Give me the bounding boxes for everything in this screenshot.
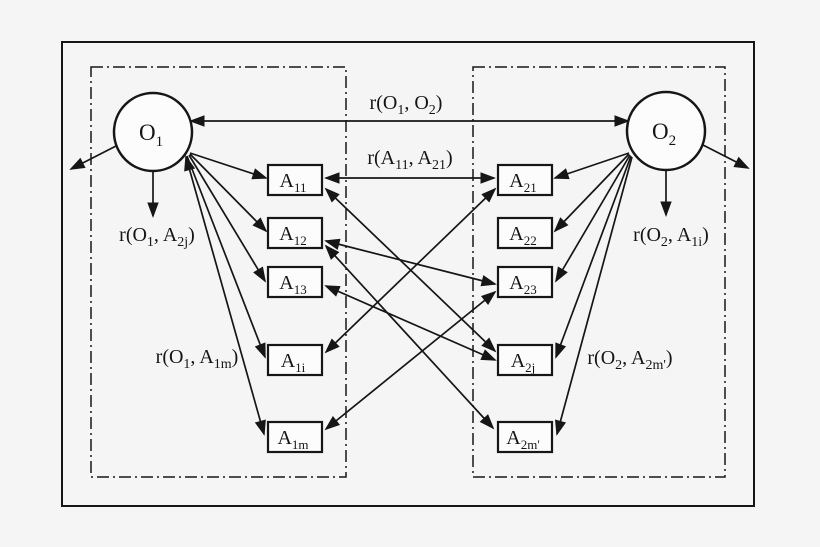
node-a21: A21 — [496, 163, 554, 197]
a2j-label: A2j — [511, 350, 536, 375]
label-r-a11-a21: r(A11, A21) — [367, 147, 452, 173]
edge-o2-a2j — [555, 155, 632, 359]
node-a12: A12 — [266, 216, 324, 250]
a1i-box — [266, 343, 324, 377]
node-a11: A11 — [266, 163, 324, 197]
a21-label: A21 — [509, 170, 536, 195]
edge-a1m-a23 — [324, 290, 497, 431]
label-r-o1-a1m: r(O1, A1m) — [156, 346, 239, 372]
label-r-o2-a2m: r(O2, A2m') — [587, 347, 672, 373]
node-a22: A22 — [496, 216, 554, 250]
node-o2: O2 — [625, 90, 707, 172]
edge-o2-a21 — [553, 152, 630, 180]
a2j-box — [496, 343, 554, 377]
a23-label: A23 — [509, 272, 536, 297]
label-r-o2-a1i: r(O2, A1i) — [633, 224, 709, 250]
a12-label: A12 — [279, 223, 306, 248]
node-a2m: A2m' — [496, 420, 554, 454]
edge-o2-a2m — [555, 156, 633, 436]
a11-box — [266, 163, 324, 197]
a1m-box — [266, 420, 324, 454]
edge-o2-ext — [702, 144, 750, 169]
edge-o2-a22 — [553, 153, 630, 233]
a11-label: A11 — [280, 170, 307, 195]
label-r-o1-a2j: r(O1, A2j) — [119, 224, 195, 250]
node-a23: A23 — [496, 265, 554, 299]
a21-box — [496, 163, 554, 197]
a12-box — [266, 216, 324, 250]
group-object1-boundary — [90, 66, 347, 478]
edge-o1-a1m — [184, 155, 266, 436]
a2m-label: A2m' — [506, 427, 539, 452]
a2m-box — [496, 420, 554, 454]
o1-label: O1 — [139, 120, 163, 150]
node-a13: A13 — [266, 265, 324, 299]
o2-circle — [625, 90, 707, 172]
o2-label: O2 — [652, 119, 676, 149]
edge-o2-a23 — [555, 154, 631, 283]
node-a1m: A1m — [266, 420, 324, 454]
node-a2j: A2j — [496, 343, 554, 377]
a13-box — [266, 265, 324, 299]
edge-o1-ext — [69, 145, 117, 170]
node-a1i: A1i — [266, 343, 324, 377]
node-o1: O1 — [112, 91, 194, 173]
outer-frame — [61, 41, 755, 507]
a23-box — [496, 265, 554, 299]
a1i-label: A1i — [281, 350, 306, 375]
a1m-label: A1m — [277, 427, 308, 452]
a22-label: A22 — [509, 223, 536, 248]
label-r-o1-o2: r(O1, O2) — [370, 92, 443, 118]
a13-label: A13 — [279, 272, 306, 297]
a22-box — [496, 216, 554, 250]
group-object2-boundary — [472, 66, 726, 478]
o1-circle — [112, 91, 194, 173]
